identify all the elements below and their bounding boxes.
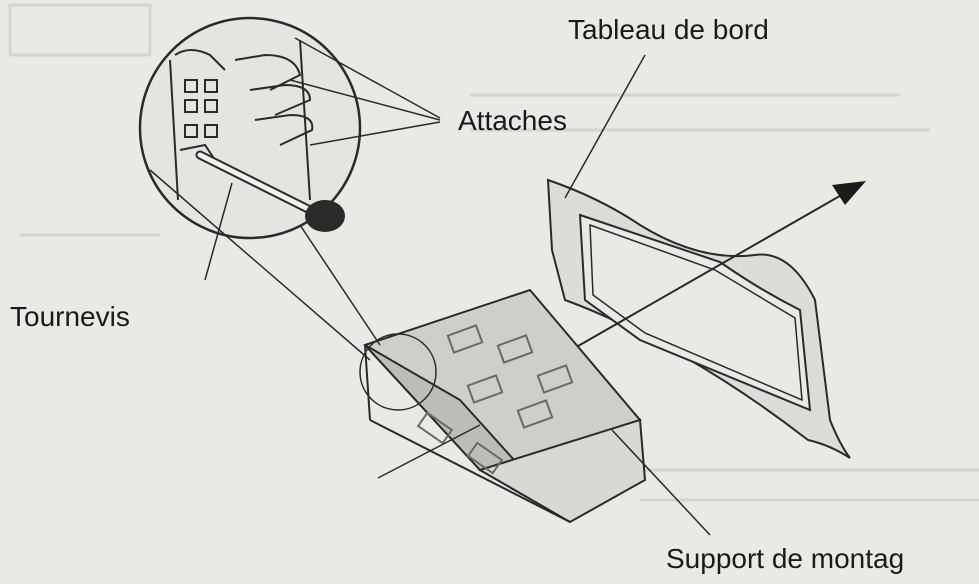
arrow-head [832, 181, 866, 205]
dashboard-label: Tableau de bord [568, 14, 769, 45]
leader-screwdriver [204, 182, 233, 281]
leader-dashboard [564, 54, 646, 199]
screwdriver-handle [305, 200, 345, 232]
sleeve-tab [516, 399, 554, 429]
insert-arrow [544, 181, 866, 366]
screwdriver-drawing [195, 150, 345, 232]
sleeve-tab [466, 441, 504, 475]
sleeve-tab [496, 334, 534, 364]
leader-clips [294, 37, 441, 119]
clip-spring [179, 143, 216, 161]
sleeve-tab [536, 364, 574, 394]
sleeve-label: Support de montag [666, 543, 905, 574]
clip-slot [184, 124, 198, 138]
sleeve-edge [369, 419, 571, 523]
sleeve-tab [416, 411, 454, 445]
clip-slot [204, 124, 218, 138]
screwdriver-shaft-highlight [197, 152, 313, 213]
sleeve-tab [446, 324, 484, 354]
dashboard-frame [546, 178, 851, 459]
screwdriver-label: Tournevis [10, 301, 130, 332]
magnifier-guide [149, 169, 371, 361]
clip-spring [174, 49, 226, 71]
sleeve-tabs [416, 324, 574, 475]
leader-lines [204, 37, 711, 536]
clip-slot [204, 99, 218, 113]
background-bleed [8, 3, 979, 502]
mounting-sleeve [359, 288, 647, 524]
arrow-shaft [544, 192, 846, 366]
clip-spring [234, 53, 302, 91]
leader-sleeve-tab [377, 424, 481, 479]
leader-clips [289, 79, 441, 121]
sleeve-detail-circle [359, 333, 437, 411]
magnifier-circle [138, 16, 362, 240]
sleeve-tab [466, 374, 504, 404]
leader-sleeve [611, 429, 711, 536]
clip-spring [254, 113, 314, 146]
clip-edge [299, 39, 311, 201]
detail-magnifier [138, 16, 381, 361]
sleeve-front [477, 418, 647, 524]
clip-shapes [169, 39, 314, 201]
dashboard-opening [578, 213, 812, 412]
leader-clips [309, 121, 441, 146]
dashboard-inner-edge [589, 223, 803, 402]
clip-edge [169, 59, 179, 201]
bleed-box [8, 3, 152, 57]
clips-label: Attaches [458, 105, 567, 136]
clip-slot [204, 79, 218, 93]
magnifier-guide [299, 224, 381, 346]
clip-slot [184, 99, 198, 113]
sleeve-edge [364, 344, 371, 421]
clip-slot [184, 79, 198, 93]
